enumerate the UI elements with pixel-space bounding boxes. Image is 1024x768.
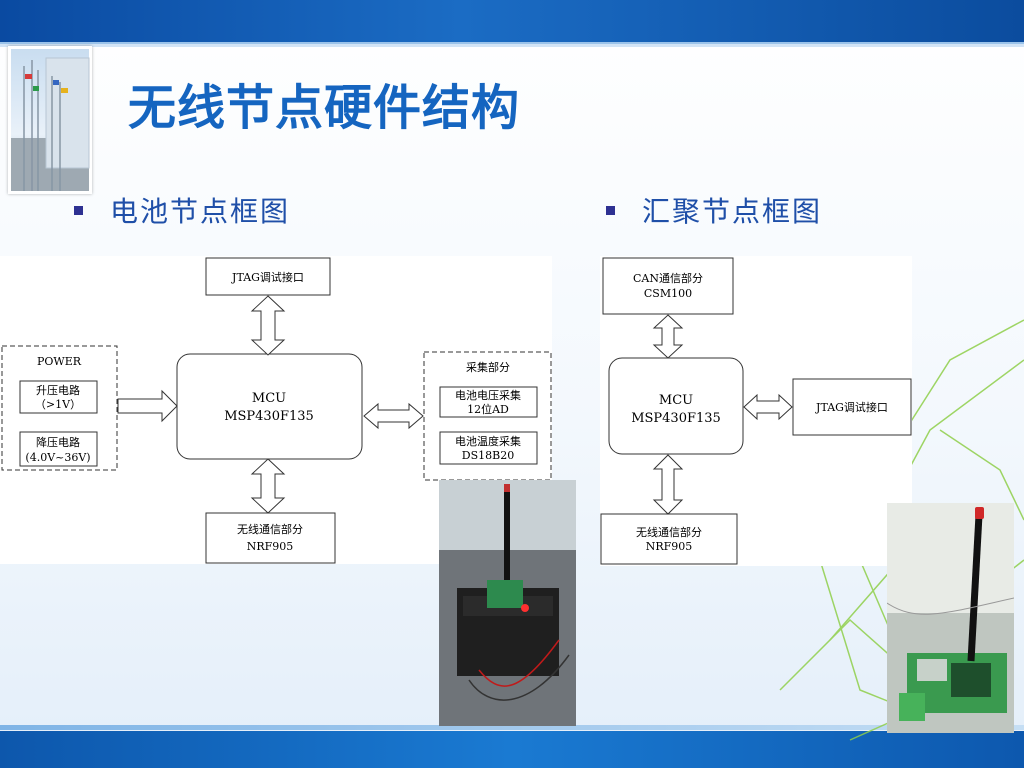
voltage-adc: 12位AD <box>467 402 509 416</box>
voltage-label: 电池电压采集 <box>455 388 521 402</box>
temp-box <box>439 431 538 465</box>
can-label: CAN通信部分 <box>633 271 703 285</box>
jtag-box <box>792 378 912 436</box>
mcu-label: MCU <box>252 391 286 406</box>
voltage-box <box>439 386 538 418</box>
bullet-square-icon <box>606 205 615 215</box>
rf-model: NRF905 <box>247 540 294 553</box>
can-box <box>602 257 734 315</box>
header-band <box>0 0 1024 47</box>
power-mcu-arrow <box>117 389 178 423</box>
temp-label: 电池温度采集 <box>455 434 521 448</box>
mcu-box <box>608 357 744 455</box>
rf-label: 无线通信部分 <box>636 525 702 539</box>
jtag-mcu-arrow <box>250 295 286 356</box>
temp-sensor: DS18B20 <box>462 449 514 462</box>
mcu-acq-arrow <box>363 402 424 430</box>
buck-label: 降压电路 <box>36 435 80 449</box>
battery-node-heading: 电池节点框图 <box>110 195 291 228</box>
mcu-model: MSP430F135 <box>631 411 721 426</box>
mcu-box <box>176 353 363 460</box>
power-title: POWER <box>37 355 82 368</box>
bullet-sink-node: 汇聚节点框图 <box>606 190 822 230</box>
mcu-rf-arrow <box>652 454 684 515</box>
acquisition-title: 采集部分 <box>466 360 510 374</box>
boost-label: 升压电路 <box>36 384 80 397</box>
bullet-battery-node: 电池节点框图 <box>74 190 290 230</box>
building-photo <box>8 46 92 194</box>
battery-node-photo <box>439 480 576 726</box>
rf-box <box>205 512 336 564</box>
sink-node-heading: 汇聚节点框图 <box>642 195 823 228</box>
can-mcu-arrow <box>652 314 684 359</box>
buck-range: (4.0V~36V) <box>25 451 90 464</box>
bullet-square-icon <box>74 205 83 215</box>
mcu-jtag-arrow <box>743 393 793 421</box>
mcu-label: MCU <box>659 393 693 408</box>
page-title: 无线节点硬件结构 <box>128 80 521 136</box>
power-group <box>1 345 118 471</box>
rf-label: 无线通信部分 <box>237 522 303 536</box>
rf-box <box>600 513 738 565</box>
mcu-rf-arrow <box>250 458 286 514</box>
buck-box <box>19 431 98 467</box>
jtag-label: JTAG调试接口 <box>231 271 304 284</box>
rf-model: NRF905 <box>646 540 693 553</box>
jtag-label: JTAG调试接口 <box>815 401 888 414</box>
mcu-model: MSP430F135 <box>224 409 314 424</box>
boost-range: （>1V） <box>35 398 81 411</box>
can-model: CSM100 <box>644 287 692 300</box>
boost-box <box>19 380 98 414</box>
sink-node-diagram: CAN通信部分 CSM100 MCU MSP430F135 JTAG调试接口 无… <box>600 256 912 566</box>
sink-node-photo <box>887 503 1014 733</box>
footer-band <box>0 725 1024 768</box>
jtag-box <box>205 257 331 296</box>
